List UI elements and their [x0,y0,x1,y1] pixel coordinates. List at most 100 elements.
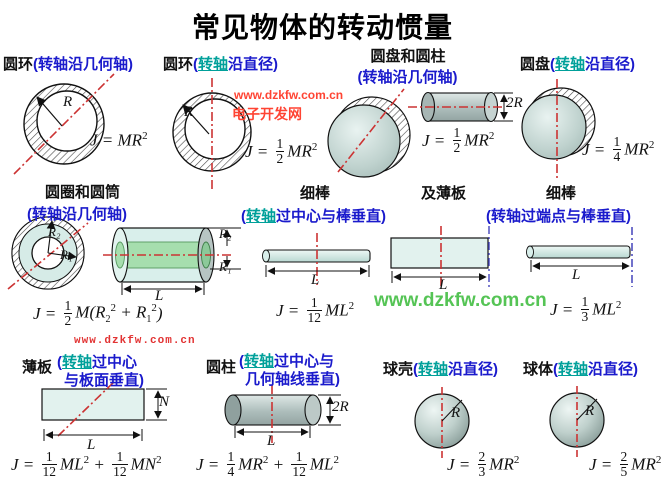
object-name: 圆环 [3,56,34,73]
outer-radius-label: R₂ [48,224,61,239]
object-name: 细棒 [546,185,577,202]
rod-left-cap [526,245,534,259]
label-plate-name: 薄板 [22,356,52,377]
rod-end-axis-figure [526,227,633,287]
disk-face [327,104,401,178]
watermark-url-top: www.dzkfw.com.cn [234,88,344,102]
hatched-ring [172,92,252,172]
radius-line [576,398,598,421]
cylinder-right-cap [304,394,322,426]
label-shell: 球壳(转轴沿直径) [383,358,498,379]
formula-ring-geom: J = MR2 [90,130,148,150]
axis-note: (转轴沿直径) [553,361,639,378]
object-name: 圆柱 [206,359,237,376]
label-ring-diam: 圆环(转轴沿直径) [163,53,278,74]
watermark-url-middle: www.dzkfw.com.cn [374,290,547,311]
axis-note: (转轴沿直径) [413,361,499,378]
thin-plate-figure [390,226,490,288]
plate-body [41,388,145,421]
axis-note: (转轴沿几何轴) [357,69,458,86]
annulus-rim-hatch [11,216,85,290]
label-plate-axis-2: 与板面垂直) [64,369,144,390]
solid-sphere-figure [549,386,605,457]
axis-note: (转轴沿直径) [550,56,636,73]
radius-line [441,399,463,422]
radius-arrow [36,96,63,127]
disk-and-cylinder-figure [327,88,513,178]
cylinder-perpendicular-axis-figure [224,385,341,443]
axis-note: 与板面垂直) [64,372,144,389]
rod-left-cap [262,249,270,263]
label-annulus-tube-axis: (转轴沿几何轴) [27,203,127,224]
watermark-sitename: 电子开发网 [232,106,302,122]
spherical-shell-figure [414,387,470,458]
object-name: 圆圈和圆筒 [45,184,121,201]
height-label: N [159,394,170,410]
length-label: L [87,437,96,453]
label-disk-cylinder-name: 圆盘和圆柱 [348,45,468,66]
radius-label: R [184,104,194,120]
radius-arrow [182,104,210,135]
length-label: L [155,288,164,304]
label-disk-cylinder-axis: (转轴沿几何轴) [345,66,470,87]
axis-note: (转轴沿几何轴) [33,56,134,73]
label-rod-end-axis: (转轴过端点与棒垂直) [486,205,631,226]
axis-note: (转轴过中心 [57,354,138,371]
label-disk-diam: 圆盘(转轴沿直径) [520,53,635,74]
label-plate-axis-1: (转轴过中心 [57,351,137,372]
disk-diameter-axis-figure [521,79,596,181]
label-rod-center-name: 细棒 [300,182,330,203]
object-name: 圆环 [163,56,194,73]
axis-note: (转轴沿几何轴) [27,206,127,223]
inner-radius-label: R₁ [60,247,73,262]
label-thin-plate-name: 及薄板 [421,182,466,203]
rotation-axis-line [57,379,117,437]
label-sphere: 球体(转轴沿直径) [523,358,638,379]
inner-radius-arrow [47,251,77,261]
object-name: 及薄板 [421,185,467,202]
diameter-label: 2R [506,95,523,111]
object-name: 圆盘和圆柱 [370,48,446,65]
axis-note: (转轴过端点与棒垂直) [486,208,631,225]
label-rod-end-name: 细棒 [546,182,576,203]
rod-body [528,245,631,259]
length-label: L [311,272,320,288]
tube-core-radius-label: R₁ [219,259,232,274]
label-cylinder-axis-1: (转轴过中心与 [239,350,334,371]
label-ring-geom: 圆环(转轴沿几何轴) [3,53,133,74]
object-name: 圆盘 [520,56,551,73]
label-annulus-tube-name: 圆圈和圆筒 [45,181,120,202]
radius-label: R [63,94,73,110]
cylinder-left-cap [224,394,242,426]
object-name: 薄板 [22,359,53,376]
rod-center-axis-figure [262,233,371,285]
annulus-and-tube-figure [7,216,241,295]
disk-face [521,94,587,160]
plate-perpendicular-axis-figure [41,379,167,441]
object-name: 细棒 [300,185,331,202]
length-label: L [439,277,448,293]
axis-note: (转轴沿直径) [193,56,279,73]
plate-body [390,237,489,269]
cylinder-body [232,394,314,426]
label-cylinder-axis-2: 几何轴线垂直) [245,368,340,389]
object-name: 球壳 [383,361,414,378]
axis-note: (转轴过中心与棒垂直) [241,208,387,225]
ring-geom-axis-figure [13,73,115,175]
label-cylinder-name: 圆柱 [206,356,236,377]
outer-radius-arrow [46,220,56,254]
tube-outer-radius-label: R₂ [219,226,232,241]
page-title: 常见物体的转动惯量 [191,12,453,43]
radius-label: R [451,405,461,421]
